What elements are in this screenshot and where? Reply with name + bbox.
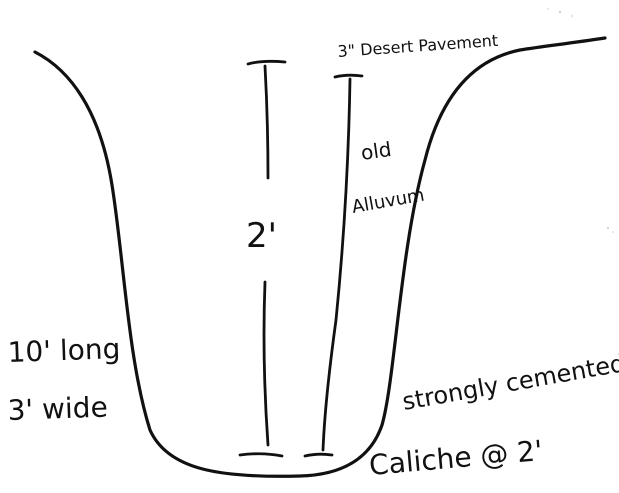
pit-outline [33, 36, 607, 478]
depth-label: 2' [246, 216, 277, 256]
depth-dimension-line [238, 59, 287, 458]
pavement-dimension-line [303, 73, 364, 458]
cemented-label: strongly cemented [400, 349, 619, 416]
paper-specks [547, 8, 614, 233]
old-label: old [359, 137, 393, 165]
width-label: 3' wide [7, 391, 108, 427]
desert-pavement-label: 3" Desert Pavement [337, 31, 499, 61]
length-label: 10' long [7, 332, 121, 369]
caliche-label: Caliche @ 2' [368, 434, 544, 482]
